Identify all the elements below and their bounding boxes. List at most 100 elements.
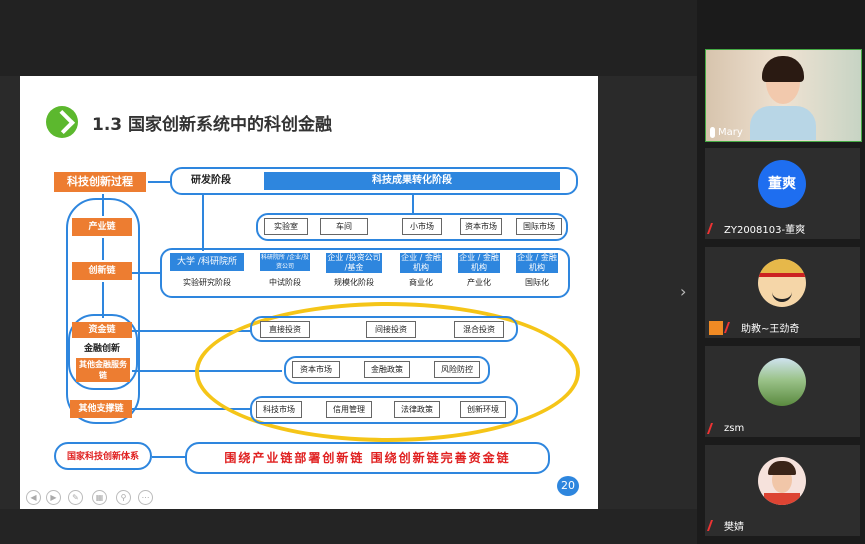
microphone-muted-icon — [706, 223, 724, 234]
top-bar — [0, 0, 697, 76]
photo-clothes — [764, 493, 800, 505]
main-view: 1.3 国家创新系统中的科创金融 科技创新过程 产业链 创新链 资金链 金融创新… — [0, 0, 697, 544]
market-small: 小市场 — [402, 218, 442, 235]
connector-support — [132, 408, 252, 410]
entity-5-top: 企业 / 金融机构 — [516, 253, 558, 273]
env-capital-market: 资本市场 — [292, 361, 340, 378]
national-system-outline — [54, 442, 152, 470]
entity-2-top: 企业 /投资公司 /基金 — [326, 253, 382, 273]
check-arrow-icon — [46, 106, 78, 138]
innovation-chain: 创新链 — [72, 262, 132, 280]
entity-1-top: 科研院所 /企业/投资公司 — [260, 253, 310, 271]
arrow-rd-down — [202, 195, 204, 251]
mary-hair — [762, 56, 804, 82]
entity-3-bottom: 商业化 — [400, 275, 442, 291]
participant-name: 樊婧 — [706, 518, 744, 533]
entity-0-bottom: 实验研究阶段 — [170, 275, 244, 291]
pen-icon[interactable]: ✎ — [68, 490, 83, 505]
arrow-to-process — [102, 194, 104, 216]
investment-hybrid: 混合投资 — [454, 321, 504, 338]
arrow-innovation-capital — [102, 282, 104, 318]
host-badge-icon — [709, 320, 723, 335]
process-label: 科技创新过程 — [54, 172, 146, 192]
fanjing-name: 樊婧 — [724, 522, 744, 533]
arrow-to-slogan — [152, 456, 186, 458]
zoom-icon[interactable]: ⚲ — [116, 490, 131, 505]
entity-4-top: 企业 / 金融机构 — [458, 253, 500, 273]
investment-indirect: 间接投资 — [366, 321, 416, 338]
participant-name: zsm — [706, 423, 745, 434]
avatar: 董爽 — [758, 160, 806, 208]
arrow-transfer-down — [412, 195, 414, 215]
microphone-muted-icon — [723, 322, 741, 333]
microphone-muted-icon — [706, 423, 724, 434]
slogan: 围绕产业链部署创新链 围绕创新链完善资金链 — [185, 442, 550, 474]
market-international: 国际市场 — [516, 218, 562, 235]
entity-5-bottom: 国际化 — [516, 275, 558, 291]
microphone-muted-icon — [706, 520, 724, 531]
mary-shirt — [750, 106, 816, 140]
bottom-bar — [0, 509, 697, 544]
prev-slide-icon[interactable]: ◀ — [26, 490, 41, 505]
support-tech-market: 科技市场 — [256, 401, 302, 418]
entity-4-bottom: 产业化 — [458, 275, 500, 291]
support-environment: 创新环境 — [460, 401, 506, 418]
photo-hair — [768, 461, 796, 475]
mary-name: Mary — [718, 127, 743, 138]
markets-row — [256, 213, 568, 241]
support-credit: 信用管理 — [326, 401, 372, 418]
avatar — [758, 259, 806, 307]
participant-tile-wangjinqi[interactable]: 助教~王劲奇 — [705, 247, 860, 338]
entity-2-bottom: 规模化阶段 — [326, 275, 382, 291]
dongshuang-name: ZY2008103-董爽 — [724, 225, 806, 236]
page-number: 20 — [557, 476, 579, 496]
wangjinqi-name: 助教~王劲奇 — [741, 324, 800, 335]
participant-name: ZY2008103-董爽 — [706, 221, 806, 236]
more-options-icon[interactable]: ⋯ — [138, 490, 153, 505]
industry-chain: 产业链 — [72, 218, 132, 236]
shared-slide: 1.3 国家创新系统中的科创金融 科技创新过程 产业链 创新链 资金链 金融创新… — [20, 76, 598, 509]
connector-capital — [132, 330, 252, 332]
participant-tile-zsm[interactable]: zsm — [705, 346, 860, 437]
entity-0-top: 大学 /科研院所 — [170, 253, 244, 271]
env-risk-control: 风险防控 — [434, 361, 480, 378]
chevron-right-icon[interactable]: › — [680, 282, 687, 301]
avatar — [758, 358, 806, 406]
smile — [772, 289, 792, 302]
participant-name: Mary — [710, 127, 743, 138]
entity-3-top: 企业 / 金融机构 — [400, 253, 442, 273]
next-slide-icon[interactable]: ▶ — [46, 490, 61, 505]
rd-stage: 研发阶段 — [176, 172, 246, 190]
zsm-name: zsm — [724, 423, 745, 434]
participant-tile-mary[interactable]: Mary — [705, 49, 862, 142]
national-system-label: 国家科技创新体系 — [66, 452, 139, 462]
support-row — [250, 396, 518, 424]
entity-1-bottom: 中试阶段 — [260, 275, 310, 291]
capital-chain: 资金链 — [72, 322, 132, 338]
investments-row — [250, 316, 518, 342]
other-support-chain: 其他支撑链 — [70, 400, 132, 418]
slide-title: 1.3 国家创新系统中的科创金融 — [92, 115, 333, 135]
finance-env-row — [284, 356, 490, 384]
market-workshop: 车间 — [320, 218, 368, 235]
financial-innovation-label: 金融创新 — [83, 344, 120, 354]
arrow-stage-horizontal — [148, 181, 172, 183]
transfer-stage: 科技成果转化阶段 — [264, 172, 560, 190]
avatar — [758, 457, 806, 505]
straw-hat-icon — [758, 259, 806, 277]
finance-ellipse — [195, 302, 580, 442]
participant-tile-fanjing[interactable]: 樊婧 — [705, 445, 860, 536]
env-finance-policy: 金融政策 — [364, 361, 410, 378]
microphone-icon — [710, 127, 715, 138]
support-law: 法律政策 — [394, 401, 440, 418]
connector-entities — [132, 272, 162, 274]
market-capital: 资本市场 — [460, 218, 502, 235]
market-lab: 实验室 — [264, 218, 308, 235]
participants-panel: Mary 董爽 ZY2008103-董爽 助教~王劲奇 zsm — [697, 0, 865, 544]
participant-tile-dongshuang[interactable]: 董爽 ZY2008103-董爽 — [705, 148, 860, 239]
investment-direct: 直接投资 — [260, 321, 310, 338]
participant-name: 助教~王劲奇 — [709, 320, 799, 335]
arrow-industry-innovation — [102, 238, 104, 260]
slides-grid-icon[interactable]: ▦ — [92, 490, 107, 505]
hat-band — [758, 273, 806, 277]
